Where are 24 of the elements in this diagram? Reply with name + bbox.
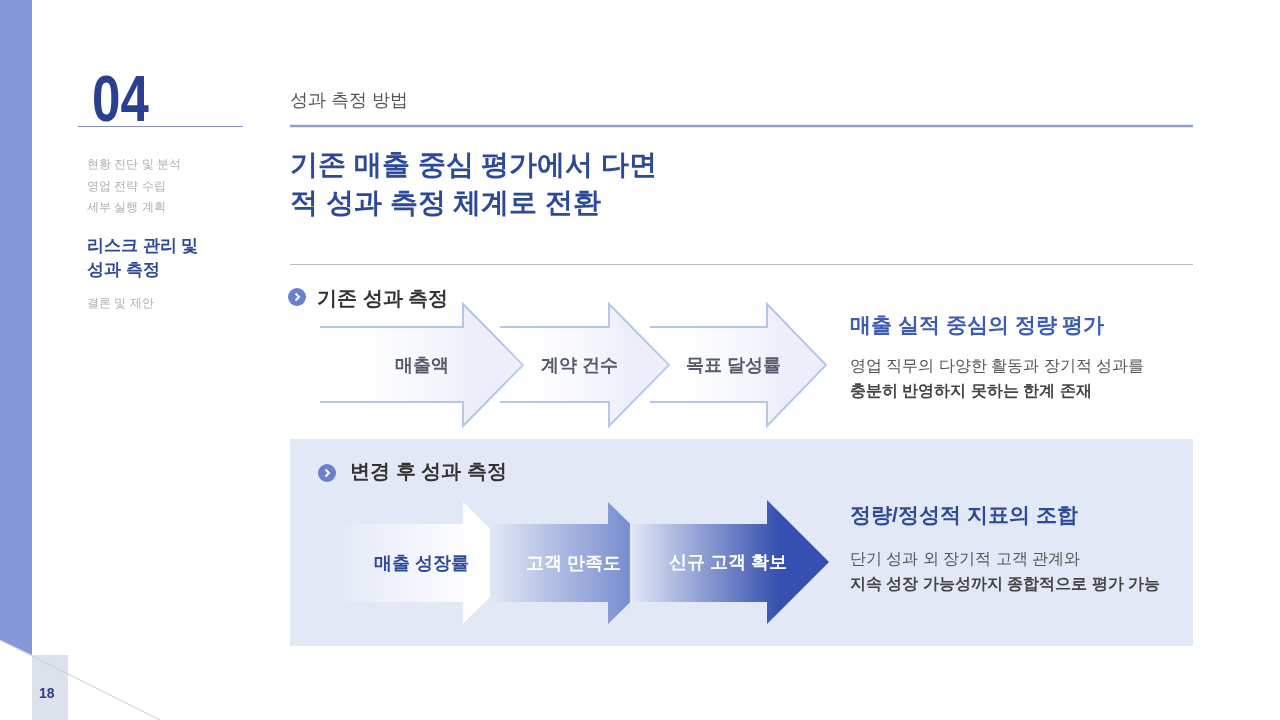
menu-item: 세부 실행 계획: [87, 199, 166, 216]
result-heading: 매출 실적 중심의 정량 평가: [850, 312, 1105, 338]
arrow-label: 고객 만족도: [525, 552, 623, 575]
page-number: 18: [39, 685, 55, 701]
menu-item: 현황 진단 및 분석: [87, 156, 181, 173]
subsection-heading: 변경 후 성과 측정: [350, 459, 507, 484]
menu-item: 결론 및 제안: [87, 295, 154, 312]
active-menu-item: 리스크 관리 및 성과 측정: [87, 235, 199, 281]
arrow-label: 매출액: [393, 354, 450, 377]
arrow-label: 목표 달성률: [685, 354, 782, 377]
description-text: 단기 성과 외 장기적 고객 관계와: [850, 549, 1081, 569]
slide-title: 기존 매출 중심 평가에서 다면적 성과 측정 체계로 전환: [290, 148, 659, 220]
description-text: 충분히 반영하지 못하는 한계 존재: [850, 381, 1092, 401]
arrow-label: 계약 건수: [540, 354, 619, 377]
subsection-heading: 기존 성과 측정: [317, 286, 449, 311]
section-number: 04: [92, 70, 149, 127]
section-panel: [290, 439, 1193, 646]
result-heading: 정량/정성적 지표의 조합: [850, 502, 1078, 528]
arrow-label: 매출 성장률: [373, 552, 470, 575]
menu-item: 영업 전략 수립: [87, 178, 166, 195]
description-text: 영업 직무의 다양한 활동과 장기적 성과를: [850, 356, 1145, 376]
arrow-label: 신규 고객 확보: [668, 551, 789, 574]
section-heading: 성과 측정 방법: [290, 89, 408, 112]
description-text: 지속 성장 가능성까지 종합적으로 평가 가능: [850, 574, 1161, 594]
